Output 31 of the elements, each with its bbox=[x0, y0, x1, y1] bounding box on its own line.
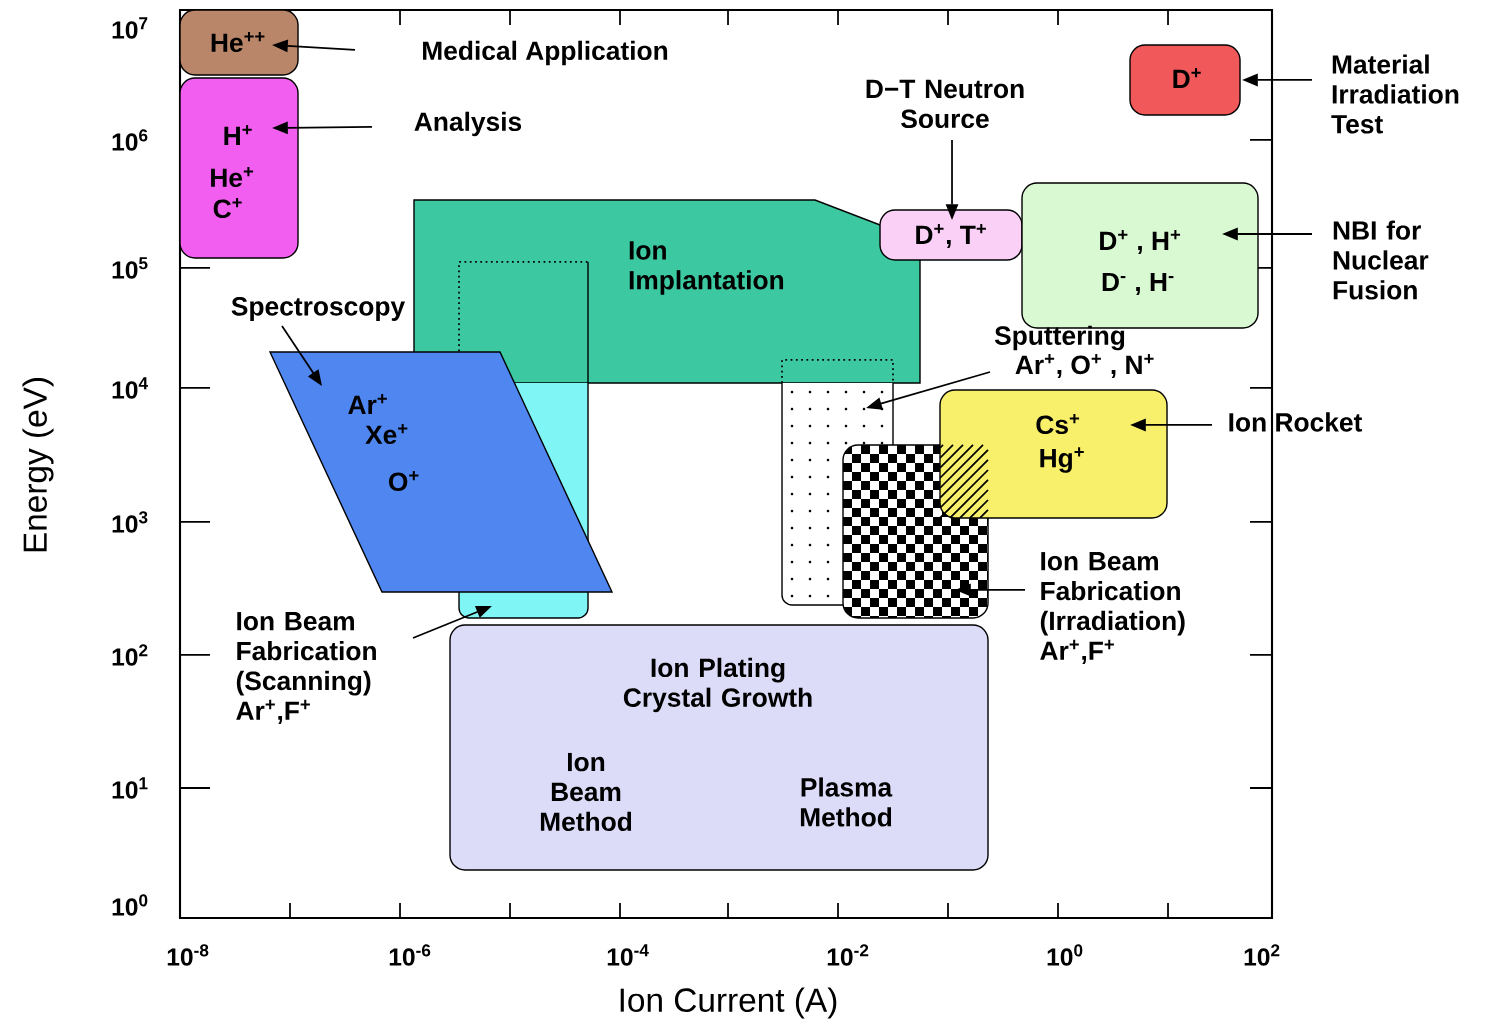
tick-label: 10$^{2}$ bbox=[1244, 944, 1280, 966]
application-label: Medical Application bbox=[423, 40, 668, 66]
tick-label: 10$^{5}$ bbox=[112, 257, 148, 279]
application-label: Analysis bbox=[414, 111, 522, 137]
axis-title: Ion Current (A) bbox=[620, 987, 837, 1019]
tick-label: 10$^{0}$ bbox=[1047, 944, 1083, 966]
tick-label: 10$^{7}$ bbox=[112, 17, 148, 39]
application-label: Spectroscopy bbox=[231, 297, 405, 321]
application-label: Ion Beam Fabrication (Scanning) Ar$^{+}$,F$^{+}$ bbox=[236, 612, 376, 724]
application-label: Ion Beam Fabrication (Irradiation) Ar$^{+}$,F$^{+}$ bbox=[1040, 552, 1185, 664]
tick-label: 10$^{-6}$ bbox=[389, 944, 431, 966]
tick-label: 10$^{4}$ bbox=[112, 377, 148, 399]
region-box: Cs$^{+}$ Hg$^{+}$ bbox=[939, 389, 1168, 519]
application-label: Ion Rocket bbox=[1229, 412, 1363, 432]
application-label: Material Irradiation Test bbox=[1331, 54, 1459, 134]
tick-label: 10$^{3}$ bbox=[112, 511, 148, 533]
region-box: D$^{+}$, T$^{+}$ bbox=[879, 209, 1023, 261]
tick-label: 10$^{-2}$ bbox=[827, 944, 869, 966]
region-box: Ion Plating Crystal Growth Ion Beam Method Plasma Method bbox=[449, 624, 989, 871]
application-label: D−T Neutron Source bbox=[866, 79, 1024, 129]
region-box: D$^{+}$ bbox=[1129, 44, 1241, 116]
tick-label: 10$^{2}$ bbox=[112, 644, 148, 666]
region-box: He$^{++}$ bbox=[179, 9, 299, 76]
tick-label: 10$^{6}$ bbox=[112, 129, 148, 151]
tick-label: 10$^{1}$ bbox=[112, 777, 148, 799]
tick-label: 10$^{-8}$ bbox=[167, 944, 209, 966]
region-box: H$^{+}$ He$^{+}$ C$^{+}$ bbox=[179, 77, 299, 259]
application-label: NBI for Nuclear Fusion bbox=[1333, 220, 1429, 300]
axis-title: Energy (eV) bbox=[22, 378, 54, 552]
tick-label: 10$^{0}$ bbox=[112, 894, 148, 916]
tick-label: 10$^{-4}$ bbox=[607, 944, 649, 966]
